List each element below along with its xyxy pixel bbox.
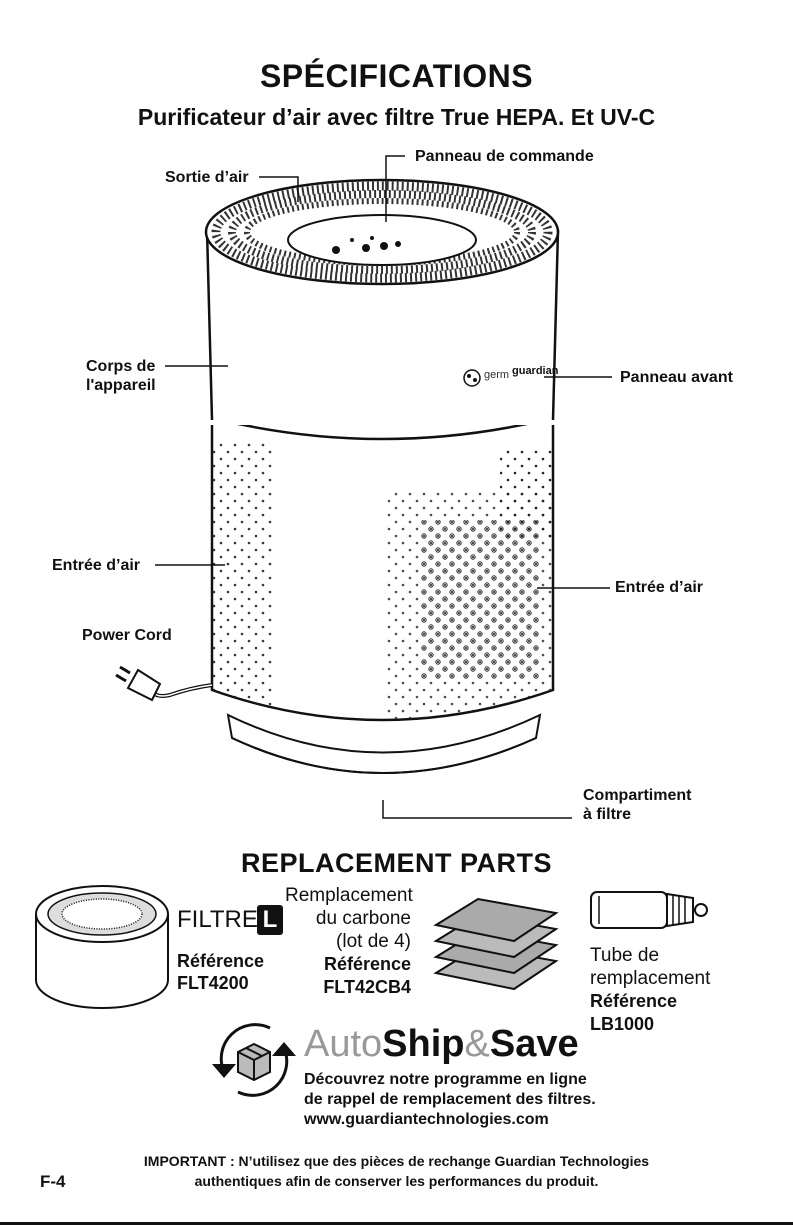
autoship-url[interactable]: www.guardiantechnologies.com xyxy=(304,1111,549,1128)
power-cord xyxy=(115,665,213,702)
label-filter-compartment: Compartiment à filtre xyxy=(583,787,692,823)
brand-prefix: germ xyxy=(484,369,509,381)
label-control-panel: Panneau de commande xyxy=(415,148,594,165)
filter-reference: Référence FLT4200 xyxy=(177,951,265,993)
brand-suffix: guardian xyxy=(512,365,559,377)
uv-tube-image xyxy=(590,891,708,929)
brand-logo: germ guardian xyxy=(463,365,559,387)
label-air-inlet-left: Entrée d’air xyxy=(52,557,141,574)
filter-label: FILTRE: xyxy=(177,906,265,933)
bottom-border xyxy=(0,1222,793,1225)
label-power-cord: Power Cord xyxy=(82,627,172,644)
leader-lines xyxy=(155,155,612,819)
page-title: SPÉCIFICATIONS xyxy=(259,58,534,94)
page-subtitle: Purificateur d’air avec filtre True HEPA… xyxy=(137,104,656,130)
carbon-sheets-image xyxy=(433,897,559,991)
label-air-inlet-right: Entrée d’air xyxy=(615,579,704,596)
label-body: Corps de l'appareil xyxy=(86,358,156,394)
hepa-filter-image xyxy=(35,885,169,1009)
lower-body xyxy=(210,416,555,722)
carbon-description: Remplacement du carbone (lot de 4) Référ… xyxy=(285,885,413,997)
page-number: F-4 xyxy=(40,1172,66,1191)
autoship-description: Découvrez notre programme en ligne de ra… xyxy=(304,1071,596,1128)
label-air-outlet: Sortie d’air xyxy=(165,169,249,186)
top-grille xyxy=(204,178,560,286)
purifier-illustration: germ guardian xyxy=(115,155,612,819)
important-notice: IMPORTANT : N’utilisez que des pièces de… xyxy=(143,1153,650,1189)
tube-description: Tube de remplacement Référence LB1000 xyxy=(590,945,711,1034)
autoship-logo: AutoShip&Save xyxy=(304,1023,579,1065)
autoship-box-icon xyxy=(212,1023,296,1097)
filter-size-badge: L xyxy=(257,905,283,935)
replacement-parts-title: REPLACEMENT PARTS xyxy=(240,848,552,878)
label-front-panel: Panneau avant xyxy=(620,369,733,386)
base-ring xyxy=(226,713,542,774)
